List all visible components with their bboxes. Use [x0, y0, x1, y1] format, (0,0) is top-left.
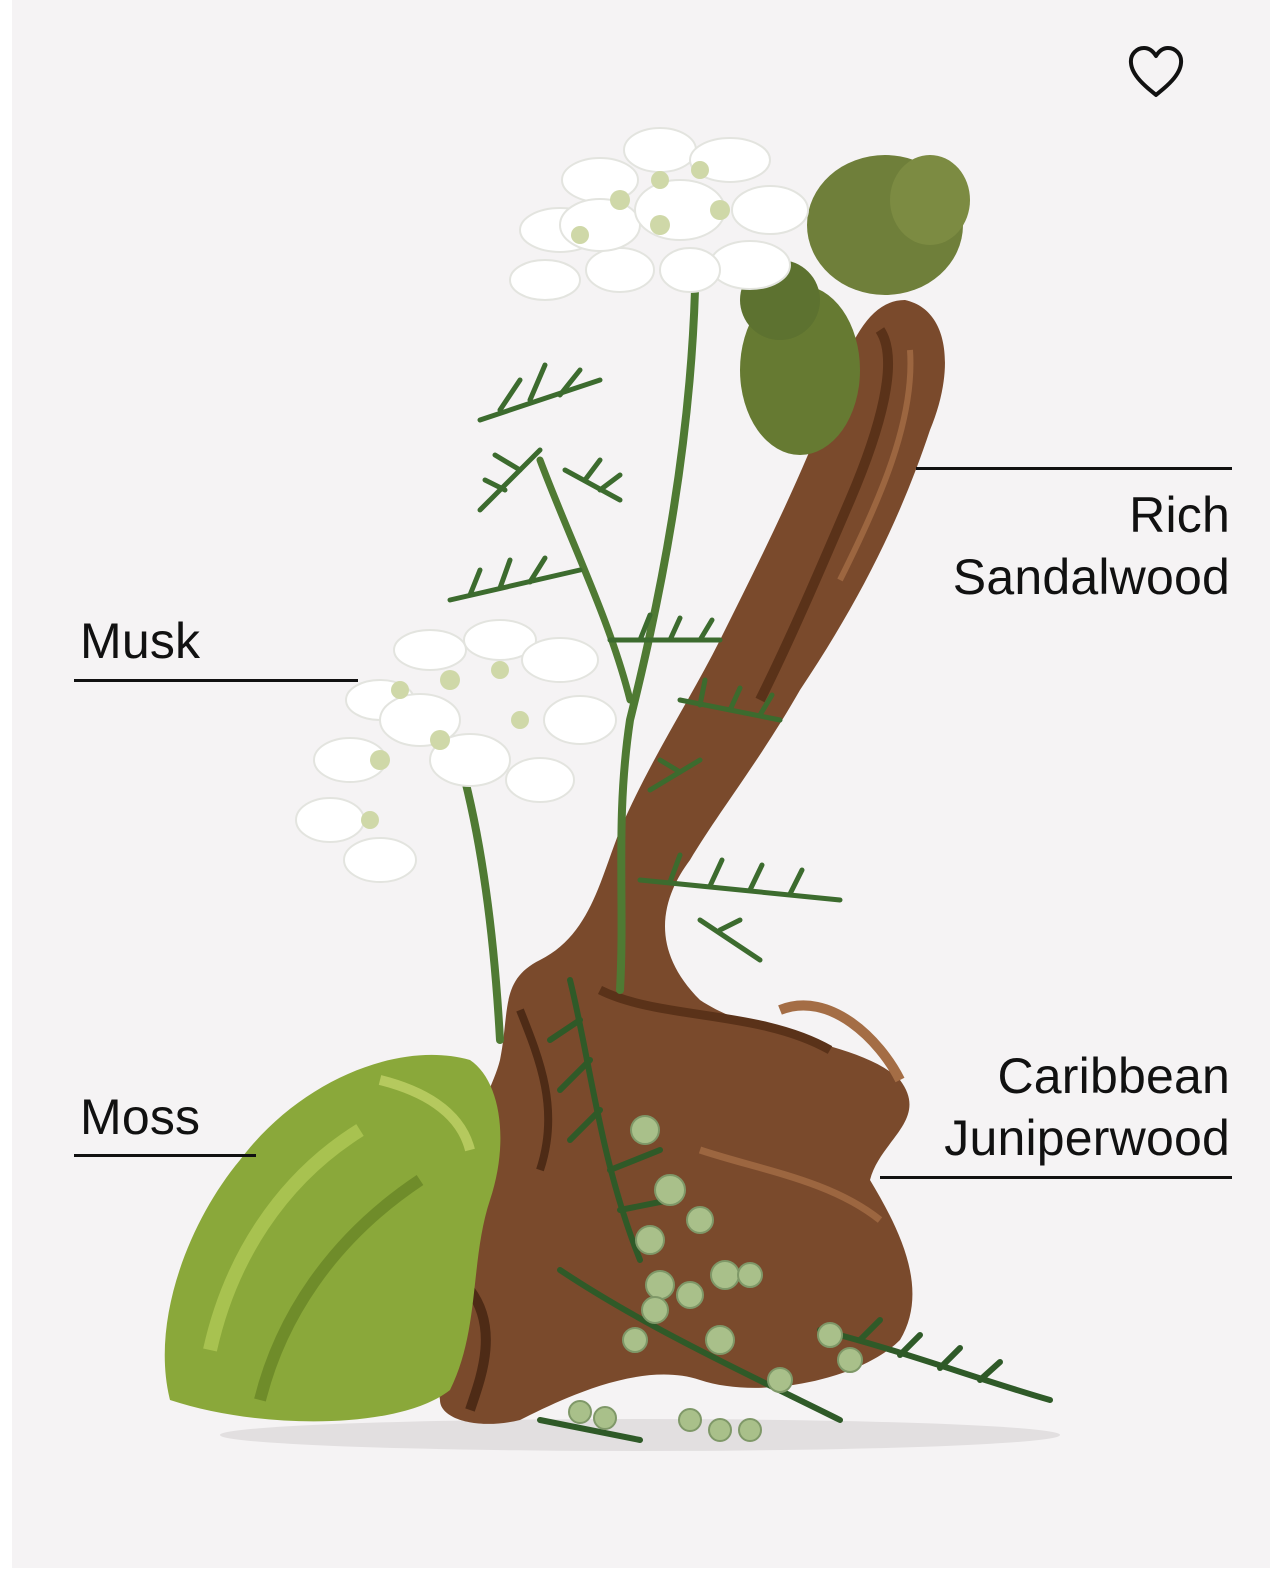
upper-flower [509, 127, 809, 301]
ground-shadow [220, 1419, 1060, 1451]
note-label-juniperwood-line1: Caribbean [997, 1048, 1230, 1104]
moss-mound [164, 1054, 501, 1422]
upper-flower-centers [571, 161, 730, 244]
note-label-sandalwood-line2: Sandalwood [952, 549, 1230, 605]
heart-outline-icon [1128, 46, 1184, 97]
favorite-button[interactable] [1124, 40, 1188, 104]
flower-stems [461, 286, 699, 1044]
note-line-juniperwood [880, 1176, 1232, 1179]
note-label-moss: Moss [80, 1089, 201, 1145]
note-line-sandalwood [916, 467, 1232, 470]
note-line-musk [74, 679, 358, 682]
note-label-juniperwood-line2: Juniperwood [944, 1110, 1230, 1166]
note-line-moss [74, 1154, 256, 1157]
juniper-berries [568, 1115, 863, 1442]
juniper-sprigs [537, 977, 1053, 1443]
fern-foliage [447, 362, 843, 963]
note-label-sandalwood: Rich Sandalwood [953, 484, 1230, 608]
lower-flower-centers [361, 661, 529, 829]
note-label-sandalwood-line1: Rich [1129, 487, 1230, 543]
note-label-juniperwood: Caribbean Juniperwood [944, 1045, 1230, 1169]
driftwood [438, 300, 945, 1424]
note-label-musk: Musk [80, 613, 201, 669]
lower-flower [295, 619, 617, 883]
